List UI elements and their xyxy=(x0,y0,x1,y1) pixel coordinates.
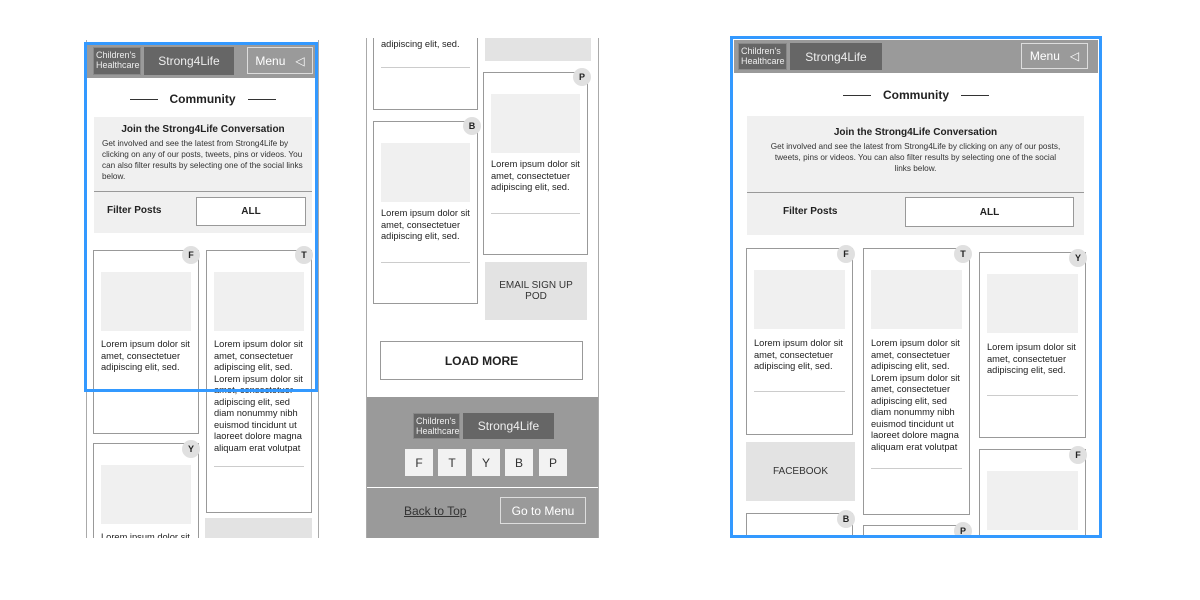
viewport-highlight xyxy=(730,36,1102,538)
load-more-button[interactable]: LOAD MORE xyxy=(380,341,583,380)
go-to-menu-button[interactable]: Go to Menu xyxy=(500,497,586,524)
menu-button[interactable]: Menu ◁ xyxy=(1021,43,1088,69)
facebook-post-card[interactable]: Lorem ipsum dolor sit amet, consectetuer… xyxy=(93,250,199,434)
facebook-post-card-2[interactable] xyxy=(979,449,1086,538)
youtube-post-card[interactable]: Lorem ipsum dolor sit amet, consectetuer… xyxy=(93,443,199,538)
youtube-badge-icon: Y xyxy=(1069,249,1087,267)
email-signup-pod[interactable]: EMAIL SIGN UP POD xyxy=(485,262,587,320)
post-image xyxy=(987,274,1078,333)
footer-bottom-bar: Back to Top Go to Menu xyxy=(367,488,598,538)
post-image xyxy=(754,270,845,329)
mobile-page-bottom: adipiscing elit, sed. Lorem ipsum dolor … xyxy=(366,38,599,538)
facebook-badge-icon: F xyxy=(837,245,855,263)
filter-select[interactable]: ALL xyxy=(196,197,306,226)
post-card[interactable]: adipiscing elit, sed. xyxy=(373,38,478,110)
menu-button[interactable]: Menu ◁ xyxy=(247,47,313,74)
page-title: Community xyxy=(87,92,318,106)
post-image xyxy=(491,94,580,153)
blog-post-card[interactable] xyxy=(746,513,853,538)
site-header: Children's Healthcare Strong4Life Menu ◁ xyxy=(734,40,1098,73)
facebook-badge-icon: F xyxy=(1069,446,1087,464)
back-to-top-link[interactable]: Back to Top xyxy=(404,504,467,518)
strong4life-logo[interactable]: Strong4Life xyxy=(144,47,234,75)
triangle-left-icon: ◁ xyxy=(295,53,305,68)
intro-box: Join the Strong4Life Conversation Get in… xyxy=(747,116,1084,235)
intro-box: Join the Strong4Life Conversation Get in… xyxy=(94,117,312,233)
menu-label: Menu xyxy=(255,53,286,68)
filter-select[interactable]: ALL xyxy=(905,197,1074,227)
twitter-post-card[interactable]: Lorem ipsum dolor sit amet, consectetuer… xyxy=(863,248,970,515)
facebook-link[interactable]: F xyxy=(405,449,433,476)
facebook-post-card[interactable]: Lorem ipsum dolor sit amet, consectetuer… xyxy=(746,248,853,435)
childrens-healthcare-logo[interactable]: Children's Healthcare xyxy=(413,413,460,439)
post-text: Lorem ipsum dolor sit amet, consectetuer… xyxy=(754,338,843,371)
post-text: Lorem ipsum dolor sit amet, consectetuer… xyxy=(381,208,470,241)
intro-body: Get involved and see the latest from Str… xyxy=(770,142,1061,173)
post-text: Lorem ipsum dolor sit amet, consectetuer… xyxy=(987,342,1076,375)
tablet-page: Children's Healthcare Strong4Life Menu◁ … xyxy=(731,37,1101,538)
pinterest-badge-icon: P xyxy=(954,522,972,538)
intro-heading: Join the Strong4Life Conversation xyxy=(833,127,998,138)
post-text: adipiscing elit, sed. xyxy=(381,39,460,49)
blog-badge-icon: B xyxy=(463,117,481,135)
page-title-text: Community xyxy=(169,92,236,106)
post-image xyxy=(381,143,470,202)
strong4life-logo[interactable]: Strong4Life xyxy=(463,413,554,439)
pinterest-post-card[interactable]: Lorem ipsum dolor sit amet, consectetuer… xyxy=(483,72,588,255)
facebook-badge-icon: F xyxy=(182,246,200,264)
post-text: Lorem ipsum dolor sit amet, consectetuer… xyxy=(101,339,190,372)
childrens-healthcare-logo[interactable]: Children's Healthcare xyxy=(738,43,787,70)
blog-post-card[interactable]: Lorem ipsum dolor sit amet, consectetuer… xyxy=(373,121,478,304)
page-title: Community xyxy=(731,88,1101,102)
twitter-badge-icon: T xyxy=(295,246,313,264)
twitter-link[interactable]: T xyxy=(438,449,466,476)
site-header: Children's Healthcare Strong4Life Menu ◁ xyxy=(87,44,318,78)
menu-label: Menu xyxy=(1029,49,1060,63)
pinterest-badge-icon: P xyxy=(573,68,591,86)
post-image xyxy=(214,272,304,331)
post-text: Lorem ipsum dolor sit amet, consectetuer… xyxy=(101,532,190,538)
youtube-post-card[interactable]: Lorem ipsum dolor sit amet, consectetuer… xyxy=(979,252,1086,438)
youtube-link[interactable]: Y xyxy=(472,449,500,476)
triangle-left-icon: ◁ xyxy=(1069,49,1080,63)
intro-heading: Join the Strong4Life Conversation xyxy=(121,124,285,135)
strong4life-logo[interactable]: Strong4Life xyxy=(790,43,882,70)
facebook-pod[interactable]: FACEBOOK xyxy=(746,442,855,501)
intro-body: Get involved and see the latest from Str… xyxy=(102,139,303,181)
gray-pod xyxy=(205,518,312,538)
childrens-healthcare-logo[interactable]: Children's Healthcare xyxy=(93,47,141,75)
mobile-page-top: Children's Healthcare Strong4Life Menu◁ … xyxy=(86,40,319,538)
gray-pod xyxy=(485,38,591,61)
page-title-text: Community xyxy=(883,88,949,102)
filter-label: Filter Posts xyxy=(783,206,838,217)
youtube-badge-icon: Y xyxy=(182,440,200,458)
filter-label: Filter Posts xyxy=(107,205,162,216)
site-footer: Children's Healthcare Strong4Life F T Y … xyxy=(367,397,598,487)
blog-badge-icon: B xyxy=(837,510,855,528)
post-image xyxy=(871,270,962,329)
post-text: Lorem ipsum dolor sit amet, consectetuer… xyxy=(491,159,580,192)
post-image xyxy=(101,272,191,331)
blog-link[interactable]: B xyxy=(505,449,533,476)
pinterest-link[interactable]: P xyxy=(539,449,567,476)
post-image xyxy=(987,471,1078,530)
post-text: Lorem ipsum dolor sit amet, consectetuer… xyxy=(871,338,960,452)
twitter-post-card[interactable]: Lorem ipsum dolor sit amet, consectetuer… xyxy=(206,250,312,513)
viewport-highlight xyxy=(84,42,318,392)
post-image xyxy=(101,465,191,524)
twitter-badge-icon: T xyxy=(954,245,972,263)
